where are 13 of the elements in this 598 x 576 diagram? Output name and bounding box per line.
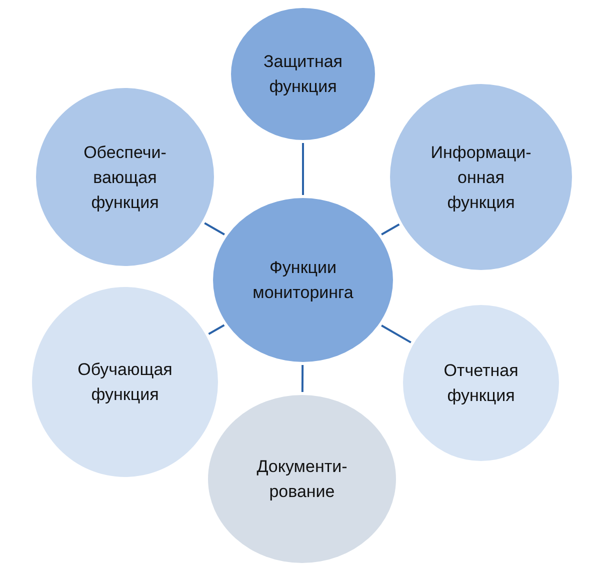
node-label: Отчетная функция	[442, 360, 520, 407]
node-label: Информаци- онная функция	[430, 142, 532, 214]
node-label: Обеспечи- вающая функция	[82, 142, 168, 214]
connector-line	[381, 223, 400, 236]
node-label: Документи- рование	[256, 456, 348, 503]
connector-line	[381, 324, 412, 344]
node-label: Функции мониторинга	[252, 257, 354, 304]
node-label: Обучающая функция	[76, 359, 174, 406]
connector-line	[302, 143, 304, 195]
connector-line	[301, 365, 304, 392]
connector-line	[208, 324, 225, 335]
connector-line	[204, 222, 225, 236]
node-label: Защитная функция	[262, 51, 344, 98]
